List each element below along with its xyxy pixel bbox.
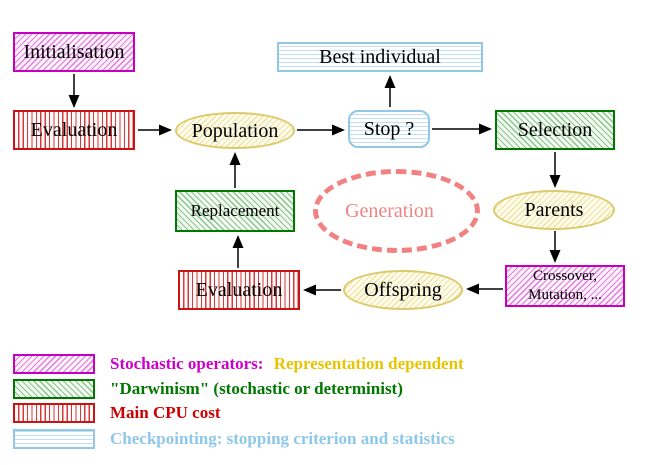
node-crossover-mutation-label: Crossover, Mutation, ...	[528, 267, 602, 305]
node-best-individual: Best individual	[277, 42, 483, 72]
mutation-line: Mutation, ...	[528, 287, 602, 303]
legend-label-main-cpu-cost: Main CPU cost	[110, 403, 221, 422]
legend-label-darwinism: "Darwinism" (stochastic or determinist)	[110, 379, 403, 398]
node-population: Population	[175, 112, 295, 149]
node-evaluation-bottom-label: Evaluation	[195, 279, 283, 301]
node-population-label: Population	[191, 119, 279, 142]
legend-swatch-main-cpu-cost	[13, 403, 95, 423]
legend-label-representation-dependent: Representation dependent	[273, 354, 464, 373]
node-offspring: Offspring	[343, 270, 463, 310]
legend-swatch-darwinism	[13, 379, 95, 399]
legend-item-checkpointing: Checkpointing: stopping criterion and st…	[110, 428, 455, 450]
node-best-individual-label: Best individual	[319, 46, 441, 68]
legend-item-main-cpu-cost: Main CPU cost	[110, 402, 220, 424]
node-evaluation-bottom: Evaluation	[178, 270, 300, 310]
legend-item-stochastic-operators: Stochastic operators: Representation dep…	[110, 353, 464, 375]
node-initialisation-label: Initialisation	[23, 41, 125, 63]
node-selection-label: Selection	[517, 119, 593, 141]
node-generation: Generation	[313, 169, 480, 253]
node-stop: Stop ?	[348, 110, 430, 148]
node-selection: Selection	[495, 110, 615, 150]
node-replacement-label: Replacement	[190, 200, 280, 220]
legend-label-checkpointing: Checkpointing: stopping criterion and st…	[110, 429, 455, 448]
node-parents: Parents	[493, 190, 615, 230]
node-offspring-label: Offspring	[364, 279, 442, 301]
node-evaluation-top-label: Evaluation	[30, 119, 118, 141]
legend-item-darwinism: "Darwinism" (stochastic or determinist)	[110, 378, 403, 400]
node-initialisation: Initialisation	[13, 32, 135, 72]
legend-swatch-checkpointing	[13, 429, 95, 449]
legend-label-stochastic-operators: Stochastic operators:	[110, 354, 264, 373]
node-generation-label: Generation	[345, 199, 434, 222]
node-replacement: Replacement	[175, 190, 295, 232]
node-parents-label: Parents	[524, 199, 584, 221]
node-stop-label: Stop ?	[363, 118, 415, 140]
node-crossover-mutation: Crossover, Mutation, ...	[505, 265, 625, 307]
legend-swatch-stochastic-operators	[13, 354, 95, 374]
crossover-line: Crossover,	[533, 268, 597, 285]
node-evaluation-top: Evaluation	[13, 110, 135, 150]
